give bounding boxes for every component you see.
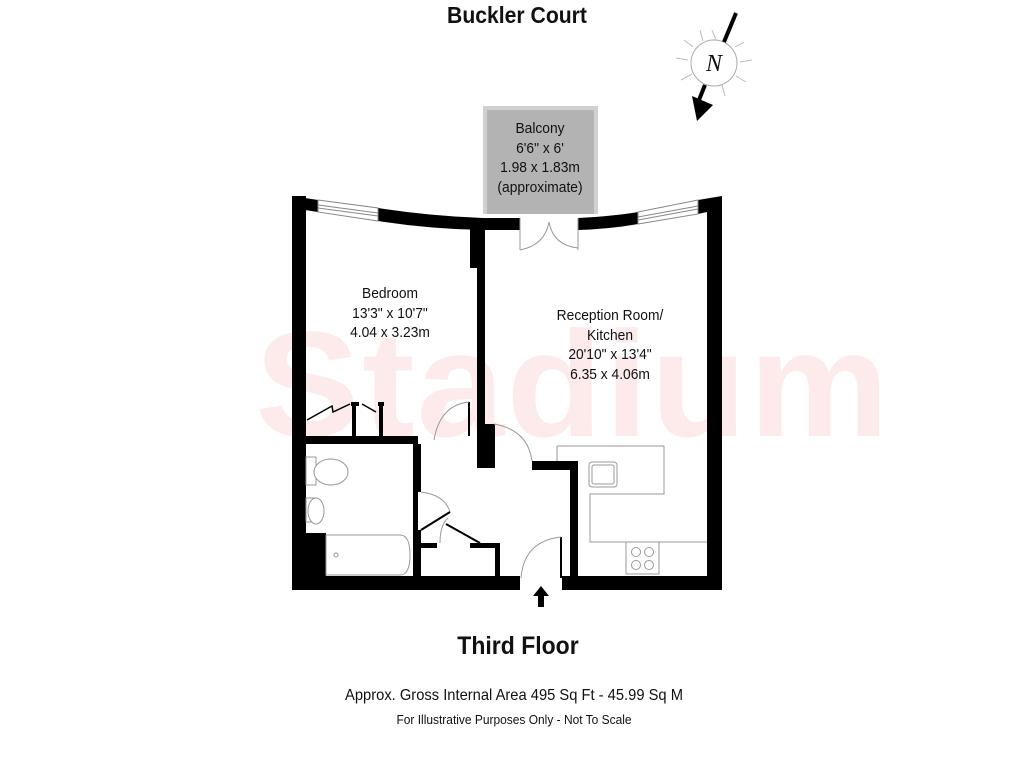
- bedroom-metric: 4.04 x 3.23m: [350, 324, 430, 341]
- reception-imperial: 20'10" x 13'4": [568, 346, 652, 363]
- north-arrow-compass-icon: [675, 12, 753, 121]
- entrance-arrow-icon: [533, 586, 549, 607]
- property-title: Buckler Court: [447, 2, 587, 28]
- balcony-area: [483, 106, 598, 214]
- bathroom-fixtures: [305, 456, 411, 576]
- doors: [306, 218, 579, 579]
- bedroom-label: Bedroom 13'3" x 10'7" 4.04 x 3.23m: [326, 284, 455, 343]
- windows: [317, 199, 699, 225]
- reception-metric: 6.35 x 4.06m: [570, 365, 650, 383]
- kitchen-fixtures: [556, 445, 707, 575]
- bedroom-name: Bedroom: [361, 285, 419, 302]
- balcony-metric: 1.98 x 1.83m: [500, 159, 580, 176]
- reception-name-2: Kitchen: [586, 326, 634, 344]
- balcony-label: Balcony 6'6" x 6' 1.98 x 1.83m (approxim…: [490, 119, 589, 197]
- bedroom-imperial: 13'3" x 10'7": [352, 304, 428, 322]
- balcony-name: Balcony: [515, 120, 565, 137]
- disclaimer-text: For Illustrative Purposes Only - Not To …: [396, 712, 632, 727]
- reception-label: Reception Room/ Kitchen 20'10" x 13'4" 6…: [541, 306, 679, 384]
- compass-n-label: N: [705, 51, 724, 77]
- gross-area-text: Approx. Gross Internal Area 495 Sq Ft - …: [345, 687, 683, 704]
- balcony-imperial: 6'6" x 6': [516, 139, 564, 157]
- walls: [292, 196, 722, 590]
- reception-name: Reception Room/: [556, 307, 664, 324]
- balcony-note: (approximate): [497, 178, 583, 196]
- floor-title: Third Floor: [457, 632, 579, 660]
